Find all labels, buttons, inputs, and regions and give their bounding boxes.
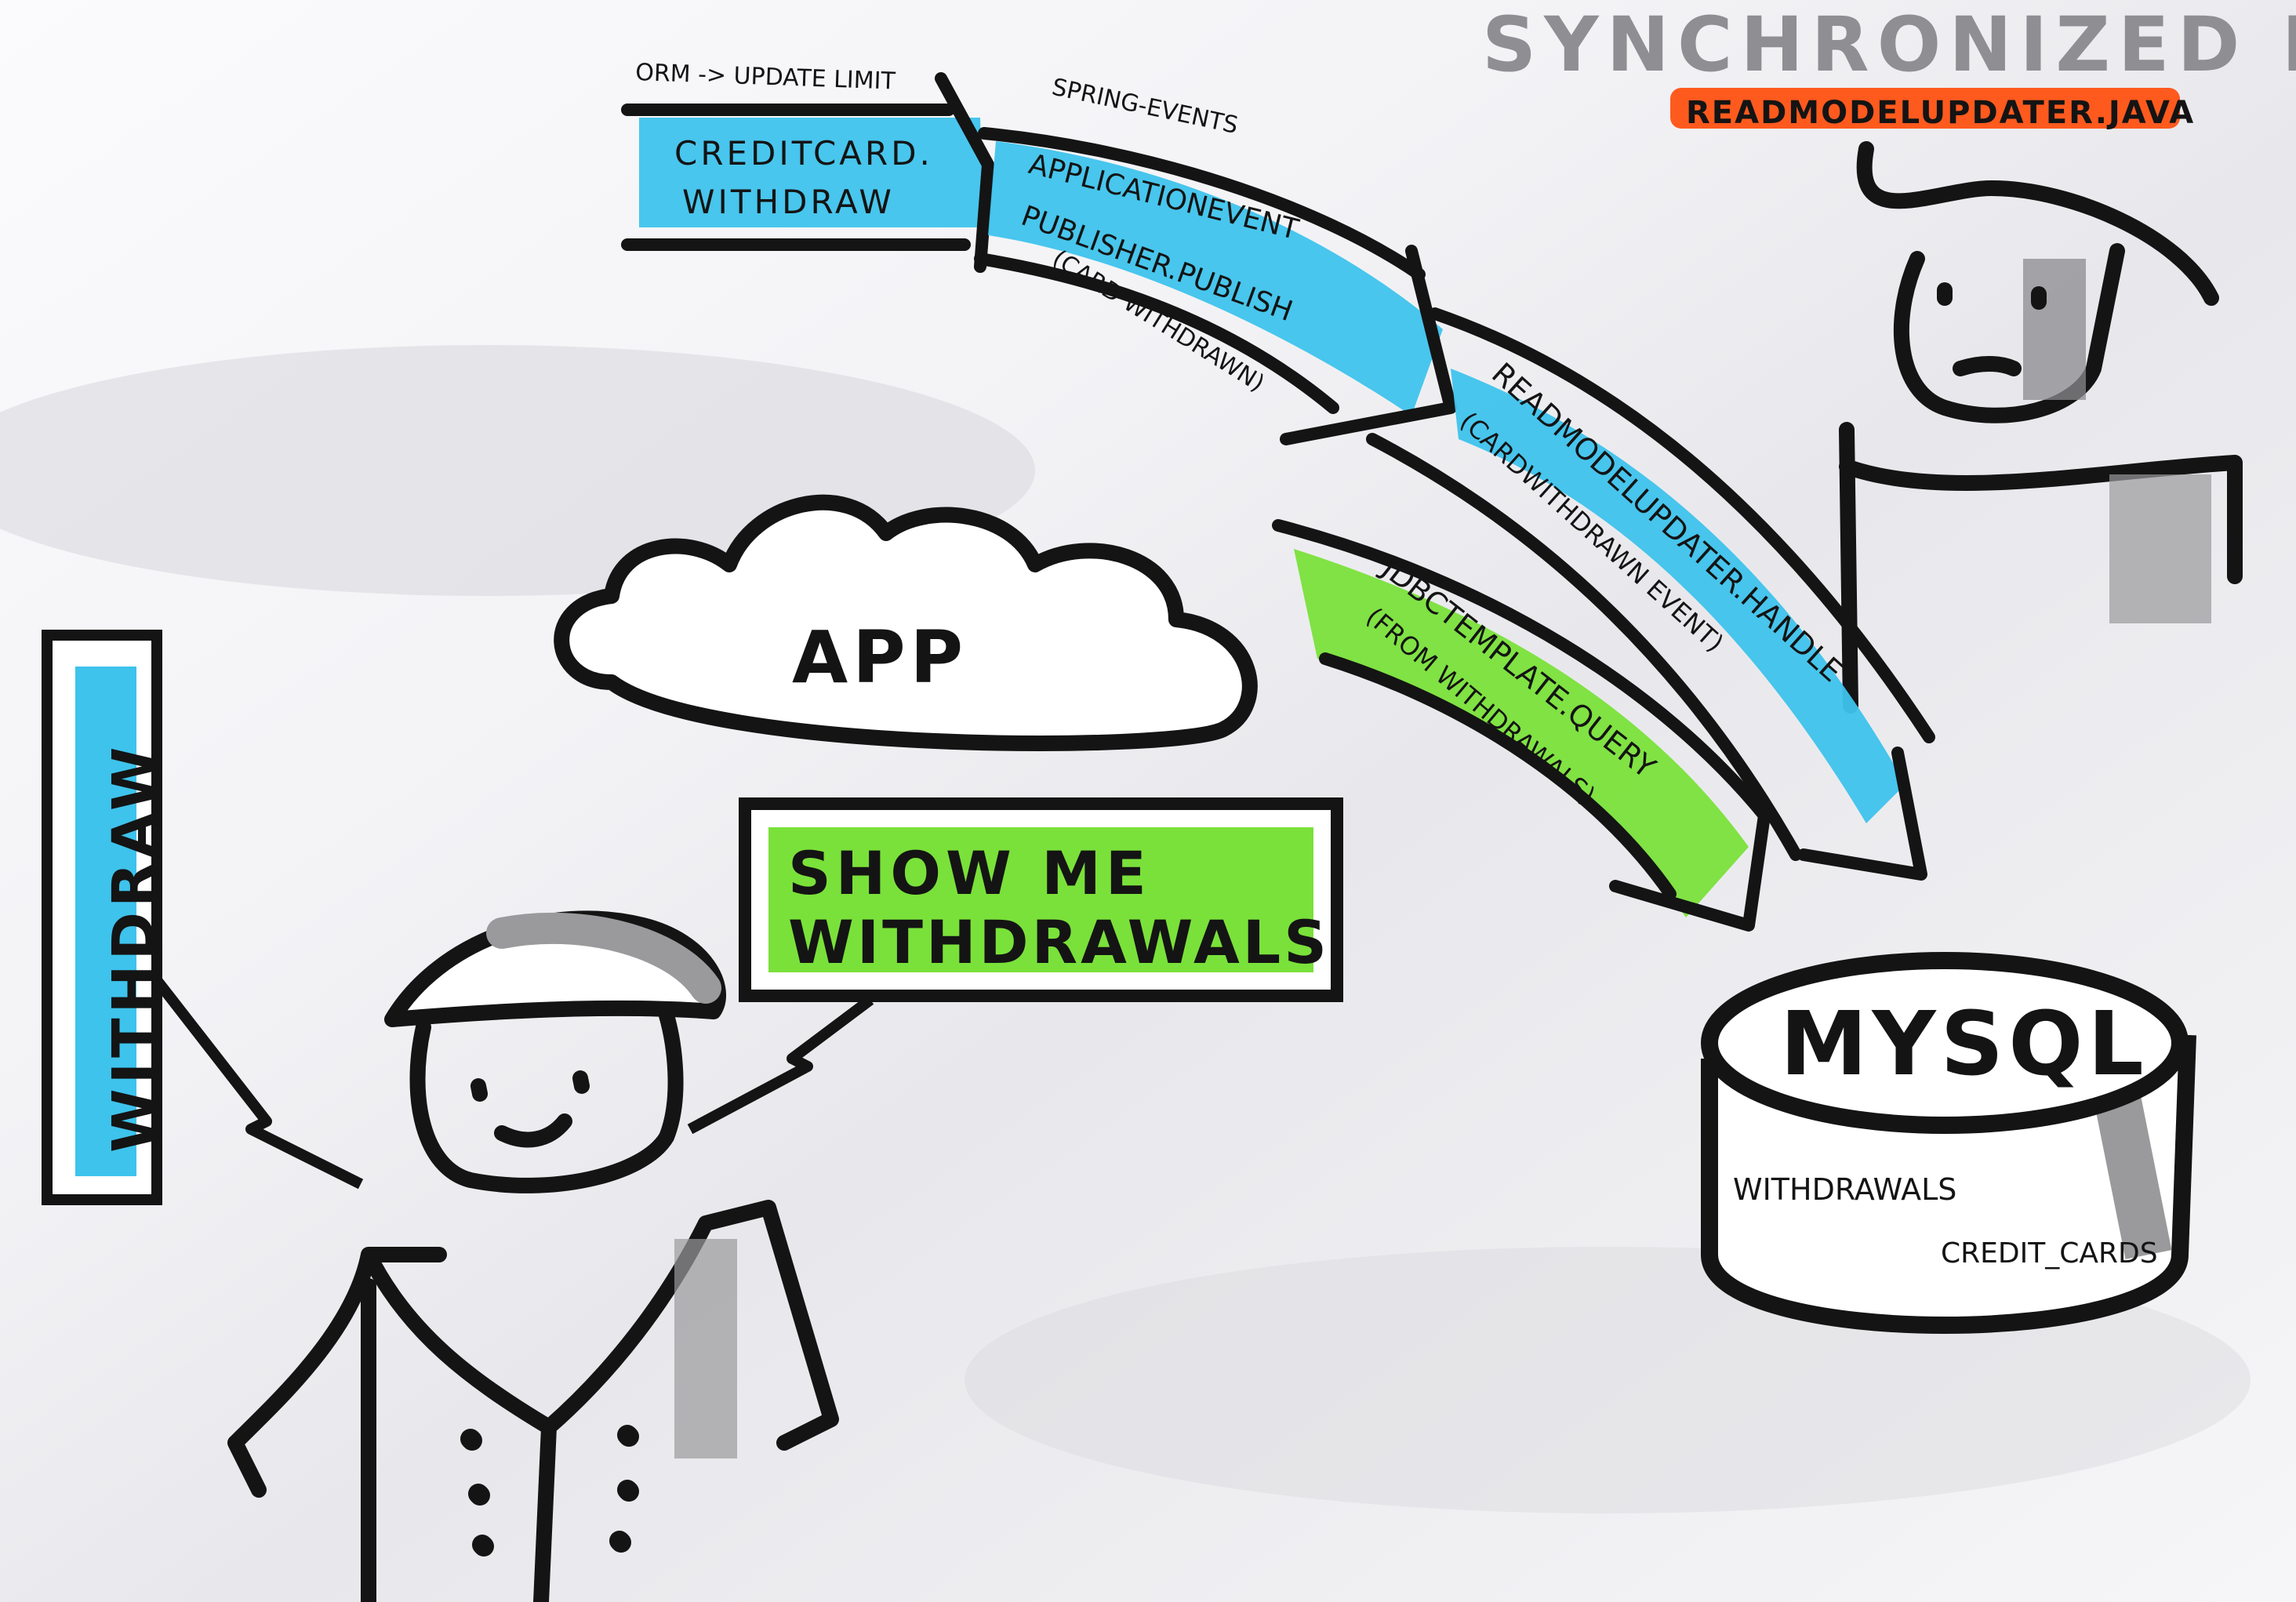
user-eye-right — [572, 1070, 590, 1094]
show-speech-bolt — [687, 995, 874, 1135]
orange-highlight — [1670, 88, 2180, 129]
app-cloud: APP — [554, 494, 1258, 751]
blue-highlight-withdraw — [639, 118, 984, 227]
coat-button — [460, 1429, 482, 1451]
handle-arrow — [1366, 307, 1935, 881]
coat-button — [468, 1484, 490, 1506]
blue-highlight-publish — [988, 141, 1443, 416]
coat-button — [472, 1535, 494, 1557]
db-table-withdrawals: WITHDRAWALS — [1733, 1172, 1956, 1207]
blue-highlight-withdraw-box — [75, 667, 136, 1176]
withdraw-speech-bolt — [152, 976, 364, 1190]
developer-hair — [1856, 141, 2219, 306]
mysql-database: MYSQL WITHDRAWALS CREDIT_CARDS — [1701, 952, 2196, 1334]
developer-shadow — [2023, 259, 2086, 400]
user-eye-left — [470, 1078, 488, 1102]
developer-figure — [1839, 141, 2243, 714]
synchronized-by-label: SYNCHRONIZED BY — [1482, 1, 2296, 89]
synchronized-by-header: SYNCHRONIZED BY READMODELUPDATER.JAVA — [1482, 1, 2296, 131]
green-highlight-query — [1294, 549, 1749, 917]
coat-buttons — [460, 1425, 639, 1557]
db-table-credit-cards: CREDIT_CARDS — [1941, 1237, 2158, 1270]
event-flow-arrows: ORM -> UPDATE LIMIT SPRING-EVENTS CREDIT… — [621, 59, 1935, 932]
withdraw-call-line2: WITHDRAW — [682, 183, 895, 221]
hat-shadow — [486, 912, 721, 1004]
user-head — [409, 1008, 684, 1193]
app-label: APP — [792, 616, 968, 699]
developer-body-shadow — [2109, 474, 2211, 623]
developer-body — [1839, 422, 2243, 714]
coat-button — [617, 1480, 639, 1502]
user-figure — [227, 910, 839, 1602]
coat-button — [609, 1531, 631, 1553]
publish-arrow — [974, 127, 1457, 445]
green-highlight-show — [768, 827, 1313, 972]
show-line2: WITHDRAWALS — [788, 907, 1330, 977]
updater-class-label: READMODELUPDATER.JAVA — [1686, 95, 2195, 131]
db-name: MYSQL — [1780, 994, 2149, 1095]
cloud-outline — [554, 494, 1258, 751]
developer-mouth — [1953, 356, 2022, 376]
db-shadow — [2094, 1093, 2172, 1259]
query-arrow — [1272, 519, 1771, 932]
show-withdrawals-action: SHOW ME WITHDRAWALS — [687, 797, 1343, 1135]
withdraw-call-arrow — [621, 72, 994, 273]
user-body-shadow — [674, 1239, 737, 1459]
blue-highlight-handle — [1451, 369, 1905, 823]
withdraw-action: WITHDRAW — [42, 630, 364, 1205]
user-mouth — [494, 1113, 572, 1148]
withdraw-call-line1: CREDITCARD. — [674, 134, 933, 173]
db-top — [1701, 952, 2189, 1134]
user-body — [227, 1200, 839, 1602]
withdraw-label: WITHDRAW — [100, 742, 168, 1153]
show-line1: SHOW ME — [788, 838, 1151, 908]
coat-button — [617, 1425, 639, 1447]
